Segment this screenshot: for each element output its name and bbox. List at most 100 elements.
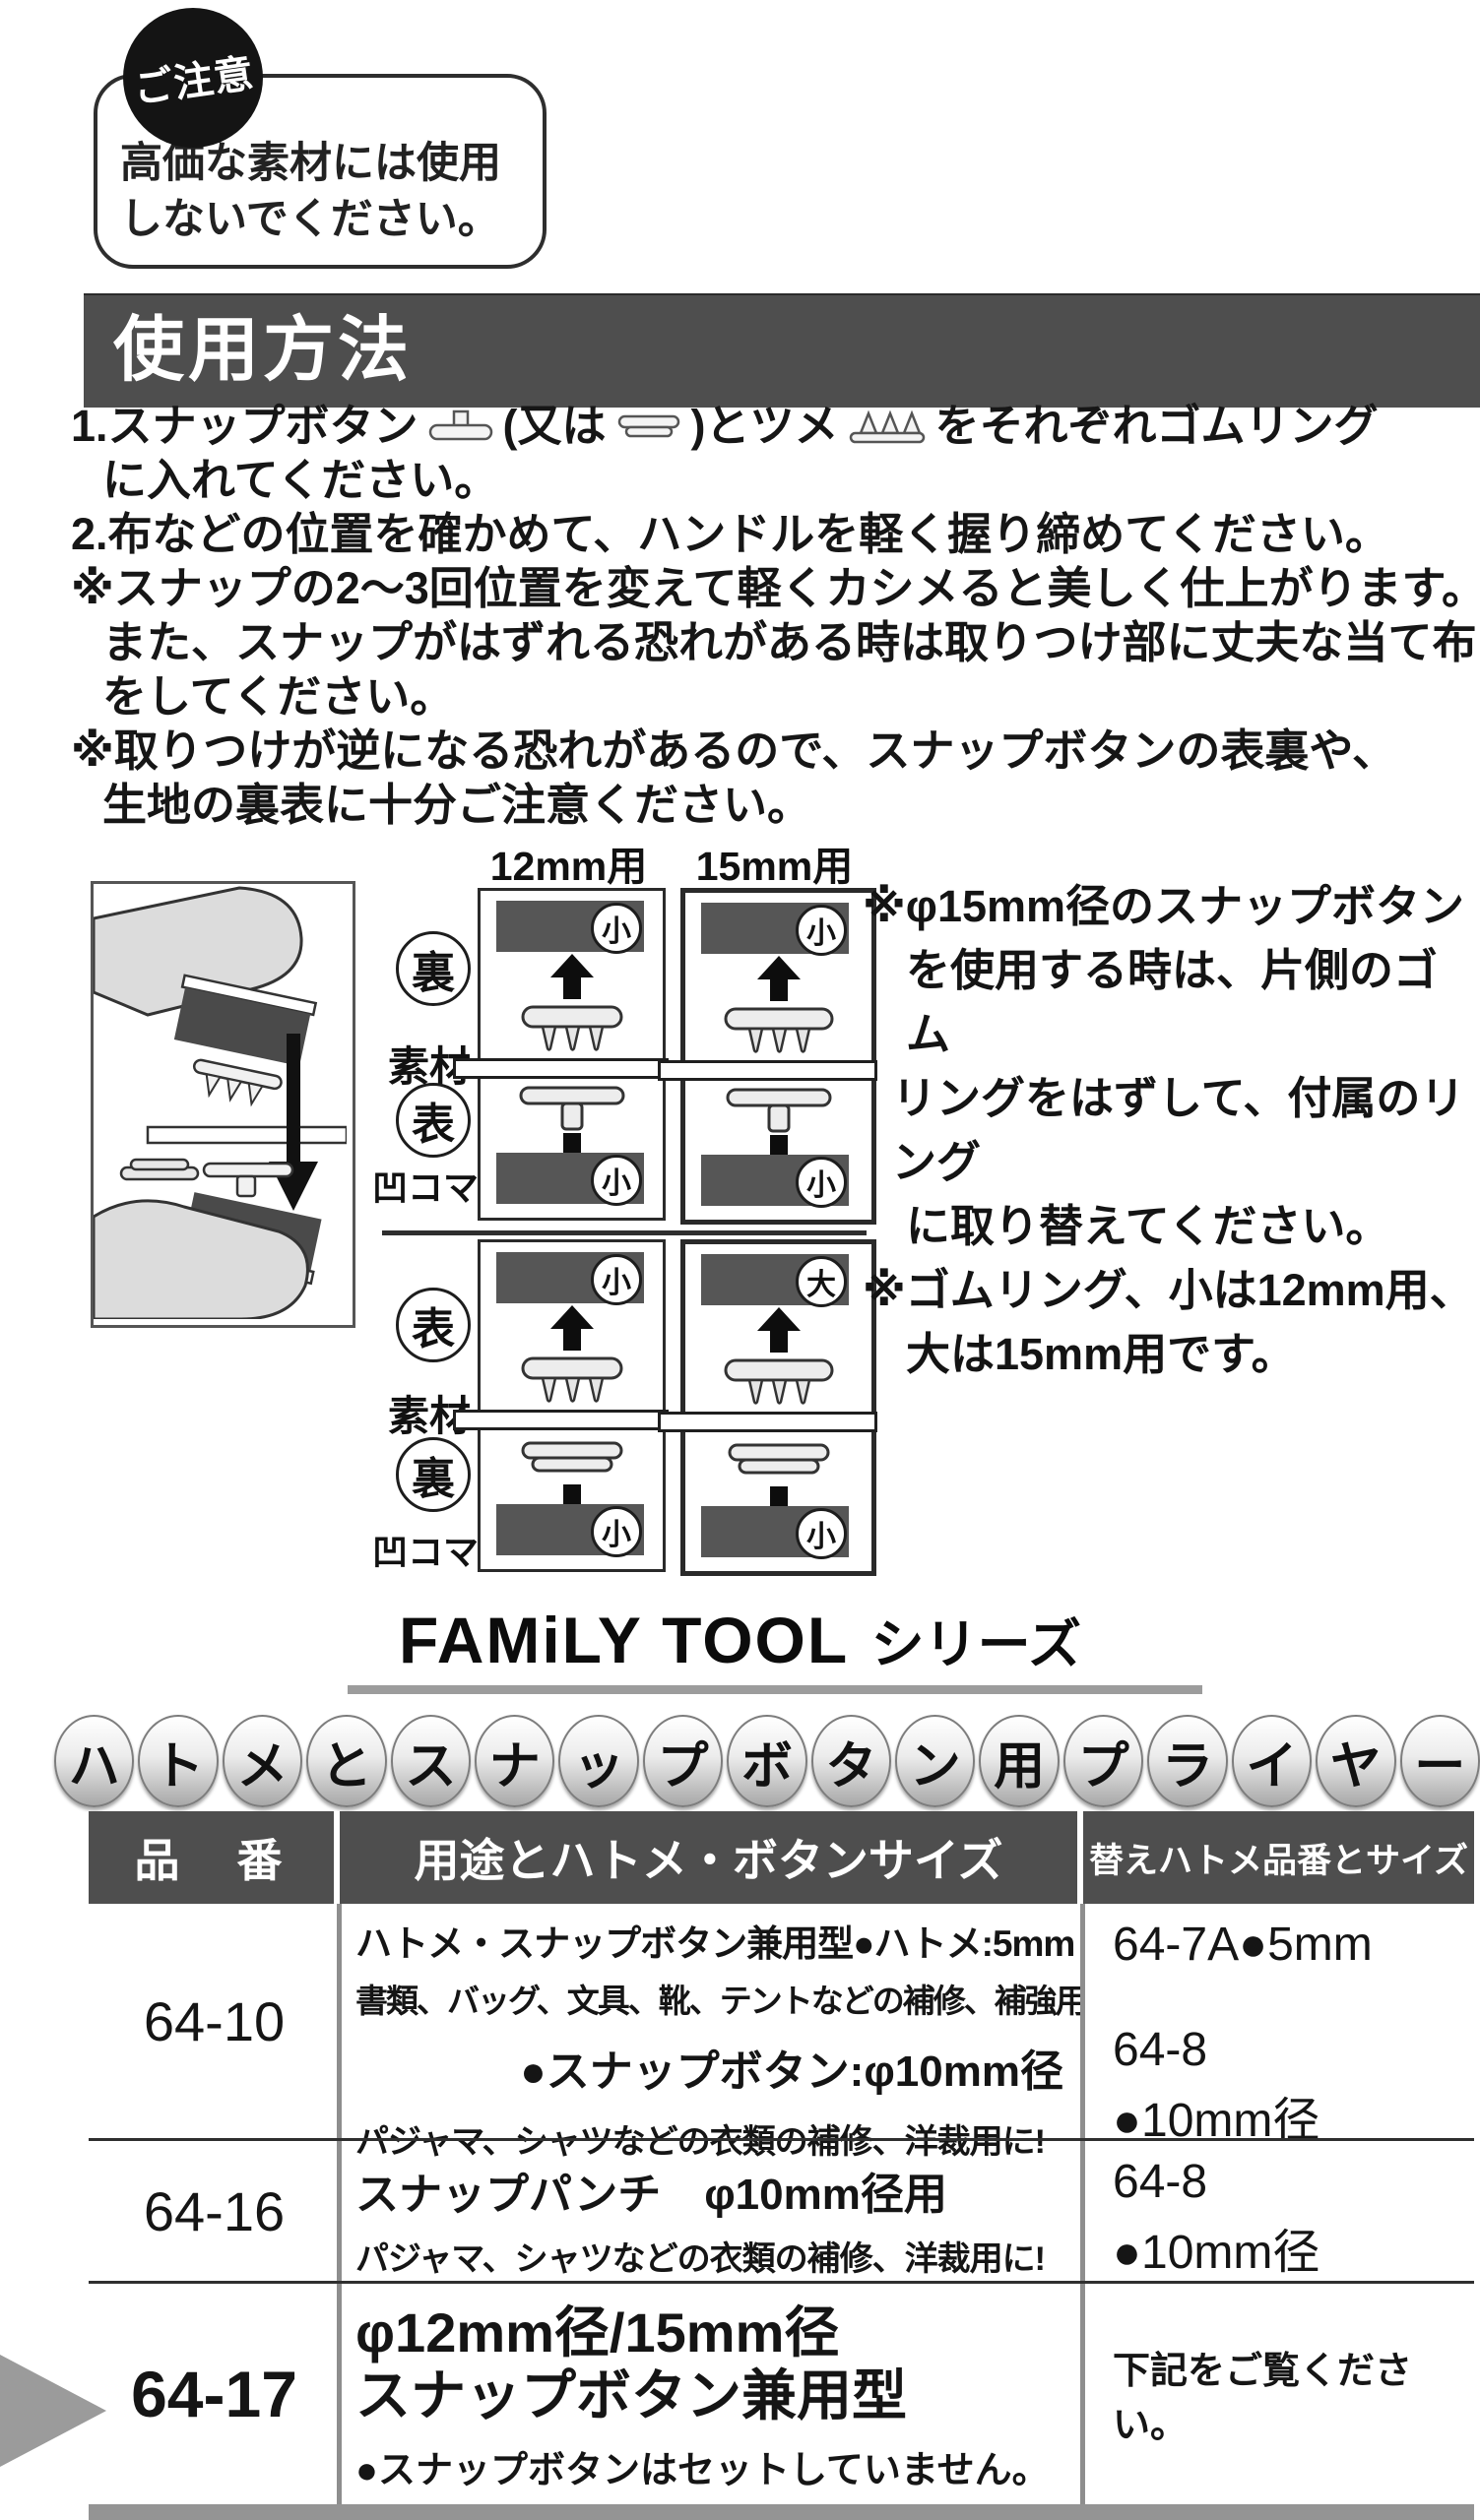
step1-text-b: (又は <box>502 401 607 451</box>
replacement-cell: 下記をご覧ください。 <box>1083 2284 1474 2504</box>
brand-row: FAMiLY TOOL シリーズ <box>0 1601 1480 1678</box>
bubble-char: ス <box>390 1715 472 1807</box>
header-part-number: 品 番 <box>89 1811 340 1904</box>
notice-text: 高価な素材には使用 しないでください。 <box>120 136 534 248</box>
table-row: 64-16 スナップパンチ φ10mm径用 パジャマ、シャツなどの衣類の補修、洋… <box>89 2141 1474 2281</box>
usage-line: スナップボタン兼用型 <box>355 2364 907 2426</box>
usage-line: ●スナップボタン:φ10mm径 <box>520 2048 1063 2096</box>
table-bottom-bar <box>89 2504 1474 2520</box>
size-badge: 小 <box>796 1508 847 1559</box>
cap-part-icon <box>521 1441 622 1473</box>
row-divider <box>89 2281 1474 2284</box>
bubble-char: ヤ <box>1316 1715 1396 1807</box>
bubble-char: イ <box>1231 1715 1313 1807</box>
step1-text-d: をそれぞれゴムリング <box>934 401 1379 451</box>
instruction-note1: ※スナップの2～3回位置を変えて軽くカシメると美しく仕上がります。 <box>71 563 1480 613</box>
bubble-char: ト <box>138 1715 219 1807</box>
notice-line2: しないでください。 <box>120 195 500 243</box>
pliers-drawing-icon <box>92 886 349 1321</box>
bubble-char: ン <box>895 1715 976 1807</box>
stud-part-icon <box>726 1088 831 1133</box>
pliers-illustration <box>91 881 355 1328</box>
snap-stud-icon <box>428 410 492 440</box>
label-front-bottom: 表 <box>396 1288 471 1362</box>
label-front-top: 表 <box>396 1083 471 1158</box>
arrow-up-icon <box>756 956 801 1001</box>
note-line1: ※φ15mm径のスナップボタン <box>863 881 1465 931</box>
instruction-step1-cont: に入れてください。 <box>102 455 499 505</box>
table-body: 64-10 ハトメ・スナップボタン兼用型●ハトメ:5mm 書類、バッグ、文具、靴… <box>89 1904 1474 2504</box>
diagram-box-12mm-bottom: 小 小 <box>453 1239 669 1572</box>
usage-title: 使用方法 <box>113 311 414 390</box>
instruction-step1: 1.スナップボタン (又は )とツメ をそれぞれゴムリング <box>71 399 1477 453</box>
replacement-cell: 64-8 ●10mm径 <box>1083 2141 1474 2281</box>
instruction-note2: ※取りつけが逆になる恐れがあるので、スナップボタンの表裏や、 <box>71 725 1397 776</box>
arrow-up-icon <box>549 1305 594 1351</box>
row-divider <box>89 2138 1474 2141</box>
bubble-char: プ <box>642 1715 724 1807</box>
bubble-char: タ <box>810 1715 892 1807</box>
usage-cell: φ12mm径/15mm径 スナップボタン兼用型 ●スナップボタンはセットしていま… <box>340 2284 1083 2504</box>
usage-line: パジャマ、シャツなどの衣類の補修、洋裁用に! <box>355 2240 1046 2278</box>
replacement-line: 下記をご覧ください。 <box>1113 2351 1413 2446</box>
brand-underline <box>348 1685 1202 1694</box>
notice-line1: 高価な素材には使用 <box>120 140 501 187</box>
bubble-char: と <box>306 1715 387 1807</box>
bubble-char: ラ <box>1147 1715 1228 1807</box>
note-line3: リングをはずして、付属のリング <box>892 1073 1465 1187</box>
replacement-line: 64-7A●5mm <box>1113 1919 1373 1971</box>
usage-line: パジャマ、シャツなどの衣類の補修、洋裁用に! <box>355 2123 1046 2161</box>
note-line6: 大は15mm用です。 <box>906 1329 1296 1379</box>
usage-line: ●スナップボタンはセットしていません。 <box>355 2450 1050 2491</box>
part-number: 64-10 <box>143 1989 286 2052</box>
stud-part-icon <box>519 1086 624 1131</box>
instruction-note1-cont1: また、スナップがはずれる恐れがある時は取りつけ部に丈夫な当て布 <box>102 617 1477 667</box>
material-sheet <box>453 1058 669 1079</box>
part-number: 64-17 <box>131 2358 297 2430</box>
usage-cell: ハトメ・スナップボタン兼用型●ハトメ:5mm 書類、バッグ、文具、靴、テントなど… <box>340 1904 1088 2161</box>
brand-series: シリーズ <box>870 1615 1081 1674</box>
label-die-top: 凹コマ <box>372 1167 480 1208</box>
note-line5: ※ゴムリング、小は12mm用、 <box>863 1265 1474 1315</box>
diagram-box-12mm-top: 小 小 <box>453 888 669 1221</box>
arrow-up-icon <box>549 954 594 999</box>
bubble-char: プ <box>1062 1715 1144 1807</box>
instruction-note1-cont2: をしてください。 <box>102 671 455 722</box>
diagram-notes: ※φ15mm径のスナップボタン を使用する時は、片側のゴム リングをはずして、付… <box>863 874 1479 1386</box>
replacement-line: 64-8 <box>1113 2156 1208 2208</box>
prong-part-icon <box>521 1356 622 1403</box>
bubble-char: ボ <box>727 1715 807 1807</box>
size-badge: 小 <box>591 1155 642 1206</box>
material-sheet <box>453 1410 669 1430</box>
snap-cap-icon <box>617 414 679 437</box>
column-header-12mm: 12mm用 <box>489 844 648 889</box>
bubble-char: メ <box>222 1715 303 1807</box>
usage-line: 書類、バッグ、文具、靴、テントなどの補修、補強用 <box>355 1983 1088 2019</box>
usage-line: スナップパンチ φ10mm径用 <box>355 2171 947 2219</box>
instructions: 1.スナップボタン (又は )とツメ をそれぞれゴムリング に入れてください。 … <box>71 399 1480 832</box>
diagram-box-15mm-top: 小 小 <box>658 888 877 1225</box>
cap-part-icon <box>728 1443 829 1475</box>
caution-badge: ご注意 <box>123 8 263 148</box>
usage-line: φ12mm径/15mm径 <box>355 2301 840 2363</box>
column-header-15mm: 15mm用 <box>695 844 854 889</box>
brand-logo: FAMiLY TOOL <box>399 1604 850 1676</box>
prongs-icon <box>849 410 925 443</box>
bubble-char: ッ <box>558 1715 639 1807</box>
label-back-top: 裏 <box>396 931 471 1006</box>
instruction-note2-cont: 生地の裏表に十分ご注意ください。 <box>102 780 812 830</box>
bubble-char: 用 <box>979 1715 1060 1807</box>
header-replacement: 替えハトメ品番とサイズ <box>1088 1841 1468 1880</box>
product-title-bubbles: ハ ト メ と ス ナ ッ プ ボ タ ン 用 プ ラ イ ヤ ー <box>54 1715 1480 1807</box>
usage-header-bar: 使用方法 <box>84 293 1480 408</box>
table-header: 品 番 用途とハトメ・ボタンサイズ 替えハトメ品番とサイズ <box>89 1811 1474 1904</box>
size-badge: 小 <box>591 1254 642 1305</box>
column-divider-1 <box>337 1904 342 2504</box>
diagram-divider <box>382 1230 867 1235</box>
step1-text-a: 1.スナップボタン <box>71 401 418 451</box>
bubble-char: ハ <box>54 1715 135 1807</box>
column-divider-2 <box>1080 1904 1085 2504</box>
step1-text-c: )とツメ <box>690 401 839 451</box>
bubble-char: ナ <box>475 1715 555 1807</box>
label-back-bottom: 裏 <box>396 1437 471 1512</box>
